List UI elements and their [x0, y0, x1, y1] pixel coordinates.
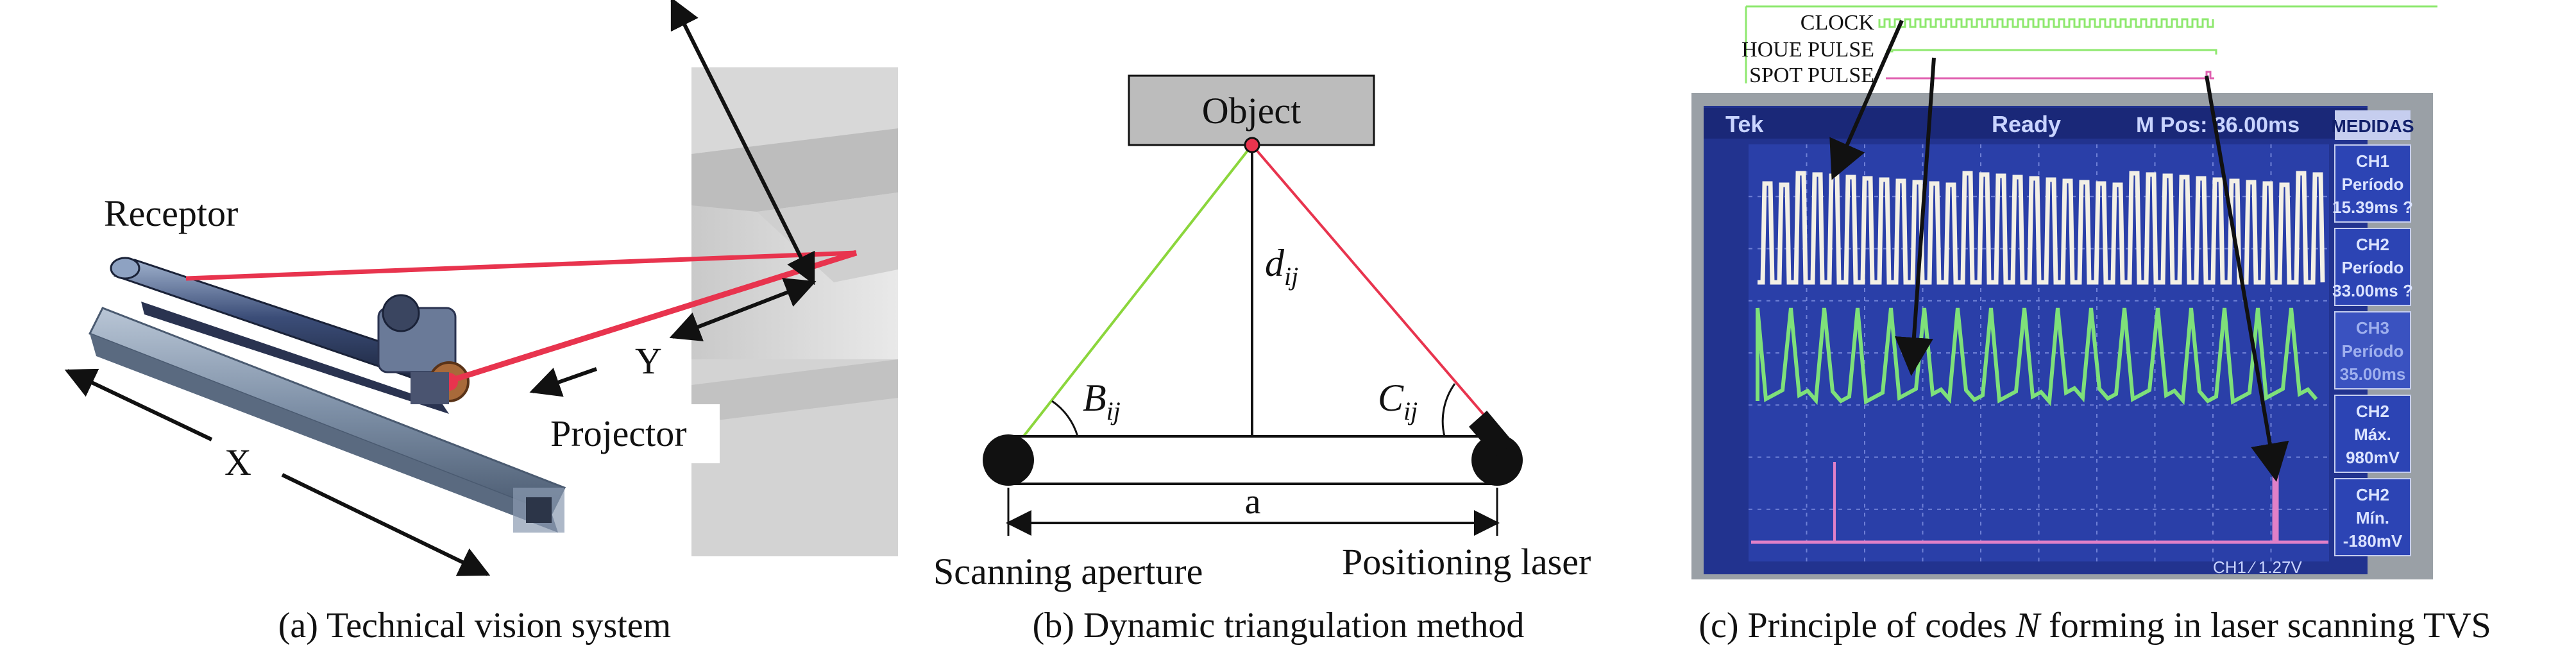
projector-label: Projector [550, 413, 687, 454]
y-axis-arrow-line [669, 278, 817, 341]
measure-text: CH2 [2356, 485, 2389, 504]
clock-arrow [1829, 19, 1904, 180]
panel-a-technical-vision-system: Receptor Projector X Y [64, 0, 898, 576]
receptor-label: Receptor [104, 192, 238, 234]
scope-status-tek: Tek [1725, 111, 1764, 137]
measure-text: CH1 [2356, 151, 2389, 171]
angle-c-arc [1441, 383, 1456, 437]
y-axis-label: Y [635, 340, 662, 382]
scanning-aperture-label: Scanning aperture [933, 551, 1203, 592]
measures-title: MEDIDAS [2331, 116, 2414, 136]
caption-a: (a) Technical vision system [278, 606, 671, 646]
spot-pulse-label: SPOT PULSE [1749, 64, 1874, 87]
measure-text: CH2 [2356, 402, 2389, 421]
scope-status-bar [1704, 108, 2368, 139]
measure-text: Período [2342, 258, 2404, 277]
measure-box [2334, 395, 2411, 473]
measure-text: -180mV [2343, 531, 2403, 551]
scanning-aperture-disc [983, 434, 1034, 486]
houe-pulse-wave [1886, 49, 2217, 55]
linear-rail [88, 307, 566, 533]
base-label: a [1245, 482, 1261, 522]
base-bar [1007, 435, 1498, 485]
angle-b-label: Bij [1083, 377, 1121, 425]
object-point [1244, 137, 1260, 153]
spot-pulse-wave [1886, 71, 2214, 80]
scope-status-ready: Ready [1992, 111, 2061, 137]
x-axis-arrow-right [281, 473, 491, 576]
clock-label: CLOCK [1801, 11, 1875, 35]
wall-background [691, 67, 898, 556]
object-box [1128, 74, 1375, 146]
measure-text: CH2 [2356, 235, 2389, 254]
measure-box [2334, 478, 2411, 556]
measure-text: 35.00ms [2340, 364, 2406, 384]
y-axis-arrow [670, 0, 815, 286]
measure-box [2334, 311, 2411, 389]
green-ray [1012, 144, 1253, 450]
signal-legend: CLOCK HOUE PULSE SPOT PULSE [1741, 5, 2437, 87]
positioning-laser-label: Positioning laser [1342, 541, 1591, 583]
measure-text: Mín. [2356, 508, 2389, 527]
projector-head [377, 294, 470, 404]
distance-label: dij [1265, 242, 1298, 291]
red-ray [1251, 144, 1493, 425]
y-axis-arrow-left [529, 367, 597, 397]
measure-text: 980mV [2346, 448, 2400, 467]
measure-box [2334, 144, 2411, 223]
angle-b-arc [1051, 400, 1079, 437]
houe-pulse-label: HOUE PULSE [1741, 38, 1874, 62]
measure-box [2334, 228, 2411, 306]
clock-wave [1878, 18, 2214, 28]
measure-text: Período [2342, 175, 2404, 194]
x-axis-label: X [225, 441, 251, 483]
object-label: Object [1202, 90, 1301, 132]
caption-b: (b) Dynamic triangulation method [1033, 606, 1525, 646]
laser-emitter [1469, 411, 1514, 457]
x-axis-arrow-left [64, 368, 213, 441]
measure-text: 15.39ms ? [2332, 198, 2413, 217]
houe-pulse-trace [1756, 307, 2318, 407]
spot-pulse-arrow [2205, 75, 2289, 482]
measure-text: Período [2342, 341, 2404, 361]
receptor-tube [110, 257, 464, 414]
angle-c-label: Cij [1378, 377, 1418, 425]
caption-c: (c) Principle of codes N forming in lase… [1699, 606, 2491, 646]
scope-footer: CH1 ∕ 1.27V [2213, 558, 2302, 577]
panel-b-dynamic-triangulation: Object dij Bij Cij a Scanning aperture P… [933, 74, 1591, 592]
panel-c-oscilloscope: CLOCK HOUE PULSE SPOT PULSE Tek Ready M … [1691, 5, 2437, 579]
positioning-laser-disc [1471, 434, 1523, 486]
measure-text: Máx. [2354, 425, 2391, 444]
measure-text: CH3 [2356, 318, 2389, 338]
measure-text: 33.00ms ? [2332, 281, 2413, 300]
projector-label-bg [540, 404, 720, 463]
houe-pulse-arrow [1894, 57, 1936, 376]
